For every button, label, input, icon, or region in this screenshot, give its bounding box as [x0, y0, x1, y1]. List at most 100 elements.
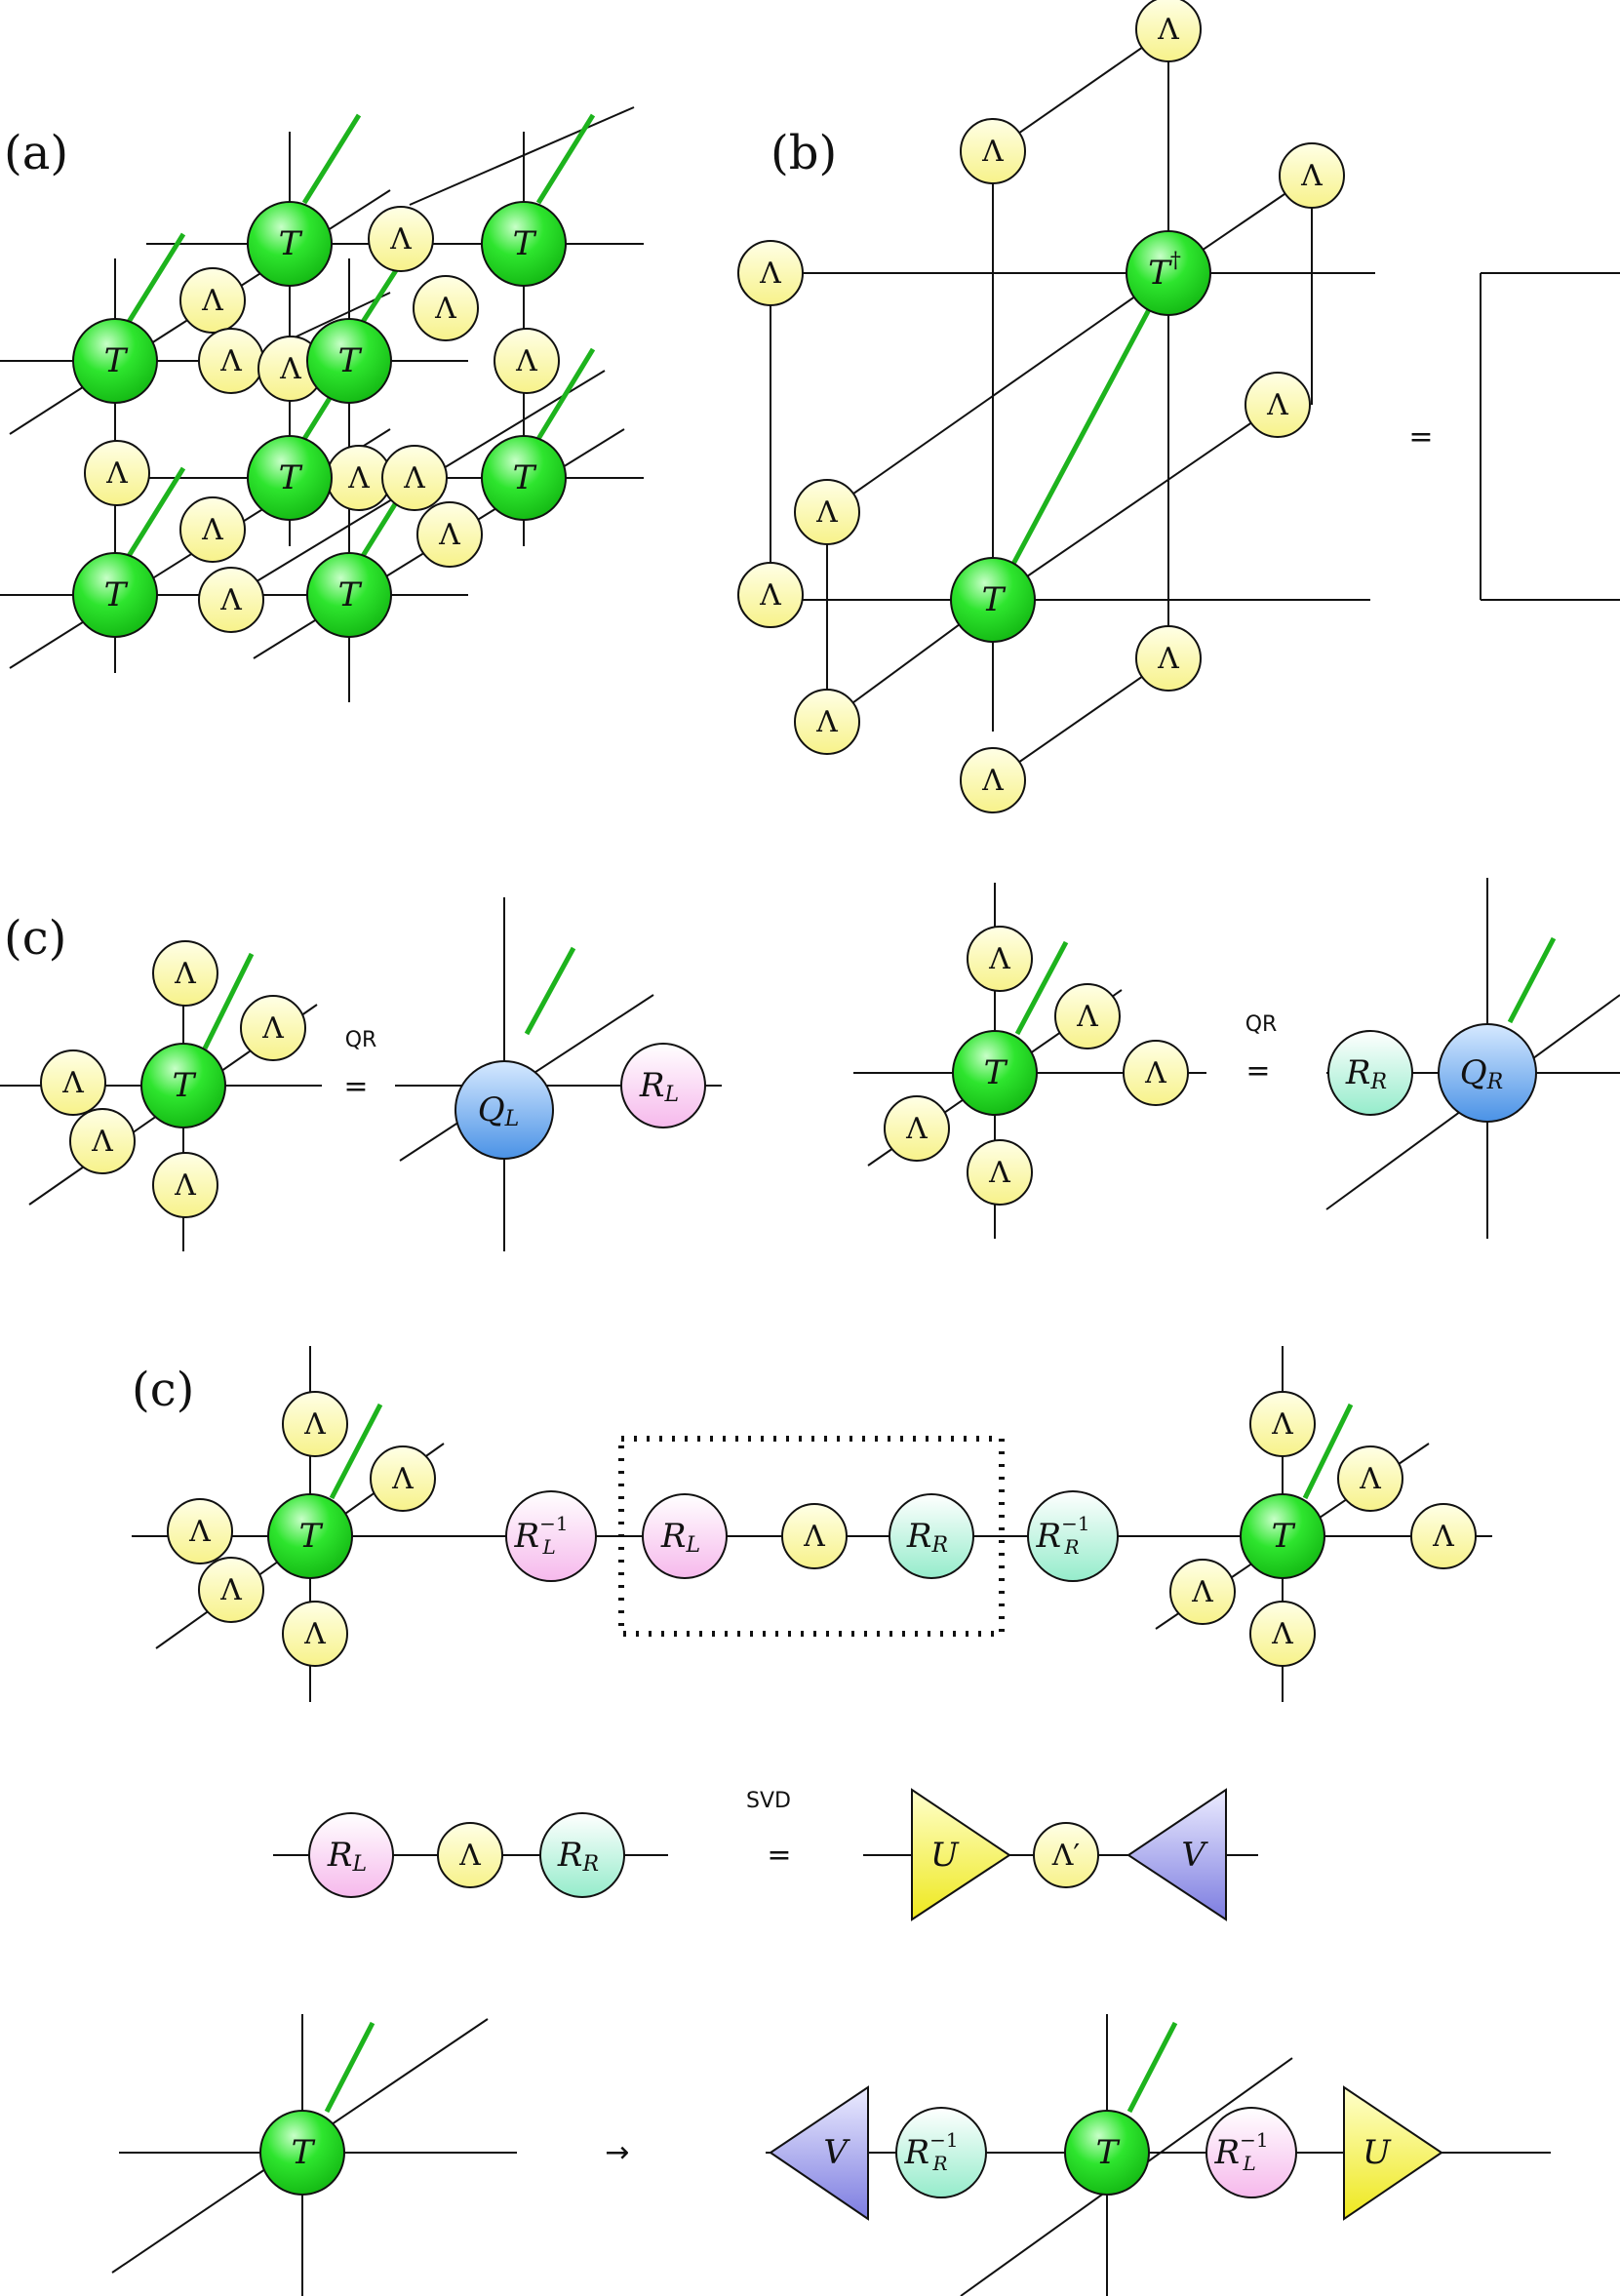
t-node — [267, 1493, 353, 1579]
lambda-prime-node — [1033, 1822, 1099, 1888]
lambda-node — [960, 747, 1026, 813]
lambda-node — [167, 1498, 233, 1564]
lambda-node — [494, 328, 560, 394]
physical-leg — [1507, 936, 1557, 1024]
lambda-node — [282, 1391, 348, 1457]
r-right-node — [539, 1812, 625, 1898]
bond-line — [826, 272, 1169, 513]
lambda-node — [1123, 1040, 1189, 1106]
equals-sign-c-left: = — [343, 1070, 368, 1104]
lambda-node — [737, 240, 804, 306]
node-label: T — [173, 1066, 197, 1105]
lambda-node — [794, 479, 860, 545]
t-node — [481, 435, 567, 521]
node-label: RL — [660, 1517, 700, 1558]
bond-line — [992, 28, 1169, 152]
node-label: RL — [327, 1836, 367, 1877]
node-label: Λ — [403, 461, 425, 495]
node-label: Λ — [105, 456, 128, 491]
physical-leg — [202, 952, 255, 1050]
lambda-node — [368, 206, 434, 272]
node-label: Λ — [391, 1462, 414, 1496]
node-label: Λ — [458, 1839, 481, 1873]
lambda-node — [152, 1152, 218, 1218]
t-node — [1240, 1493, 1325, 1579]
node-label: Λ — [201, 513, 223, 547]
node-label: Λ — [815, 705, 838, 739]
lambda-node — [1410, 1503, 1477, 1569]
bond-line — [992, 657, 1169, 781]
lambda-node — [179, 496, 246, 563]
lambda-node — [413, 275, 479, 341]
lambda-node — [381, 445, 448, 511]
node-label: Λ — [1076, 1000, 1098, 1034]
node-label: V — [823, 2133, 850, 2172]
r-left-node — [620, 1043, 706, 1128]
lambda-node — [84, 440, 150, 506]
node-label: Λ — [1271, 1617, 1293, 1651]
node-label: RR — [557, 1836, 599, 1877]
node-label: Λ — [515, 344, 537, 378]
equals-sign-c-right: = — [1245, 1054, 1270, 1089]
lambda-node — [1249, 1601, 1316, 1667]
r-right-node — [1327, 1030, 1413, 1116]
node-label: V — [1181, 1836, 1208, 1875]
bond-line — [409, 106, 635, 206]
node-label: Λ′ — [1051, 1839, 1081, 1873]
r-right-inverse-node — [895, 2107, 987, 2198]
node-label: Λ — [219, 1573, 242, 1607]
node-label: Λ — [261, 1011, 284, 1046]
q-node — [1438, 1023, 1537, 1123]
node-label: RR — [1345, 1053, 1387, 1094]
node-label: Λ — [434, 292, 456, 326]
lambda-node — [198, 567, 264, 633]
lambda-node — [1279, 142, 1345, 209]
lambda-node — [179, 267, 246, 334]
lambda-node — [152, 940, 218, 1007]
node-label: Λ — [1300, 159, 1323, 193]
t-node — [140, 1043, 226, 1128]
node-label: Λ — [347, 461, 370, 495]
node-label: Λ — [201, 284, 223, 318]
node-label: T — [279, 458, 303, 497]
physical-leg — [324, 2021, 375, 2114]
lambda-node — [370, 1445, 436, 1512]
v-triangle — [1126, 1788, 1227, 1921]
qr-label-right: QR — [1245, 1012, 1278, 1037]
node-label: Λ — [759, 257, 781, 291]
lambda-node — [781, 1503, 848, 1569]
node-label: T — [338, 575, 363, 614]
lambda-node — [960, 118, 1026, 184]
physical-leg — [535, 347, 596, 441]
t-dagger-node — [1126, 230, 1211, 316]
lambda-node — [884, 1095, 950, 1162]
lambda-node — [40, 1049, 106, 1116]
lambda-node — [1135, 0, 1202, 62]
t-node — [247, 201, 333, 287]
node-label: T — [513, 224, 537, 263]
physical-leg — [1126, 2021, 1178, 2114]
t-node — [72, 318, 158, 404]
node-label: Λ — [905, 1112, 928, 1146]
lambda-node — [198, 1557, 264, 1623]
node-label: Λ — [815, 495, 838, 530]
node-label: T — [1272, 1517, 1296, 1556]
lambda-node — [1245, 372, 1311, 438]
u-triangle — [1343, 2085, 1443, 2221]
q-node — [454, 1060, 554, 1160]
node-label: T — [338, 341, 363, 380]
bond-line — [992, 404, 1279, 601]
node-label: T — [1096, 2133, 1121, 2172]
lambda-node — [1337, 1445, 1403, 1512]
node-label: Λ — [1144, 1056, 1166, 1090]
lambda-node — [1169, 1559, 1236, 1625]
node-label: RL — [639, 1066, 679, 1107]
node-label: Λ — [303, 1407, 326, 1442]
t-node — [306, 552, 392, 638]
node-label: Λ — [91, 1125, 113, 1159]
r-right-inverse-node — [1027, 1490, 1119, 1582]
node-label: QR — [1460, 1053, 1503, 1094]
